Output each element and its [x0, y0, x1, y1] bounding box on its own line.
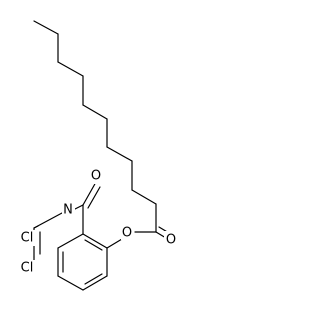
chain-bond-1 [33, 20, 59, 35]
chain-bond-9 [131, 189, 157, 205]
chlorine-bottom-label: Cl [21, 261, 34, 276]
amide-oxygen-label: O [91, 169, 101, 184]
alkyl-chain [33, 20, 157, 233]
ester-carbonyl-oxygen-label: O [166, 233, 176, 248]
c-cl-bond-top [33, 225, 39, 229]
ring-bond-1 [82, 233, 108, 249]
ring-inner-double-1 [84, 239, 103, 251]
chlorine-top-label: Cl [21, 231, 34, 246]
benzene-ring [57, 233, 108, 291]
chemical-structure-diagram: O O O N Cl Cl [18, 20, 177, 291]
atom-labels: O O O N Cl Cl [18, 168, 177, 276]
amide-c-o-double-bond-a [82, 181, 97, 206]
chain-bond-7 [106, 146, 133, 162]
chain-bond-3 [57, 61, 84, 77]
amide-c-o-double-bond-b [87, 186, 101, 209]
ring-bond-5 [82, 275, 108, 291]
amide-c-n-bond [74, 204, 84, 210]
ester-group [106, 226, 170, 249]
ring-bond-2 [57, 233, 84, 249]
ester-oxygen-label: O [122, 226, 132, 241]
ester-o-aryl-bond [106, 238, 123, 249]
amide-group [33, 181, 101, 235]
ring-bond-4 [57, 275, 84, 291]
ring-inner-double-3 [84, 273, 103, 285]
chain-bond-5 [82, 104, 108, 120]
n-vinyl-bond [33, 212, 63, 229]
amide-nitrogen-label: N [63, 203, 73, 218]
